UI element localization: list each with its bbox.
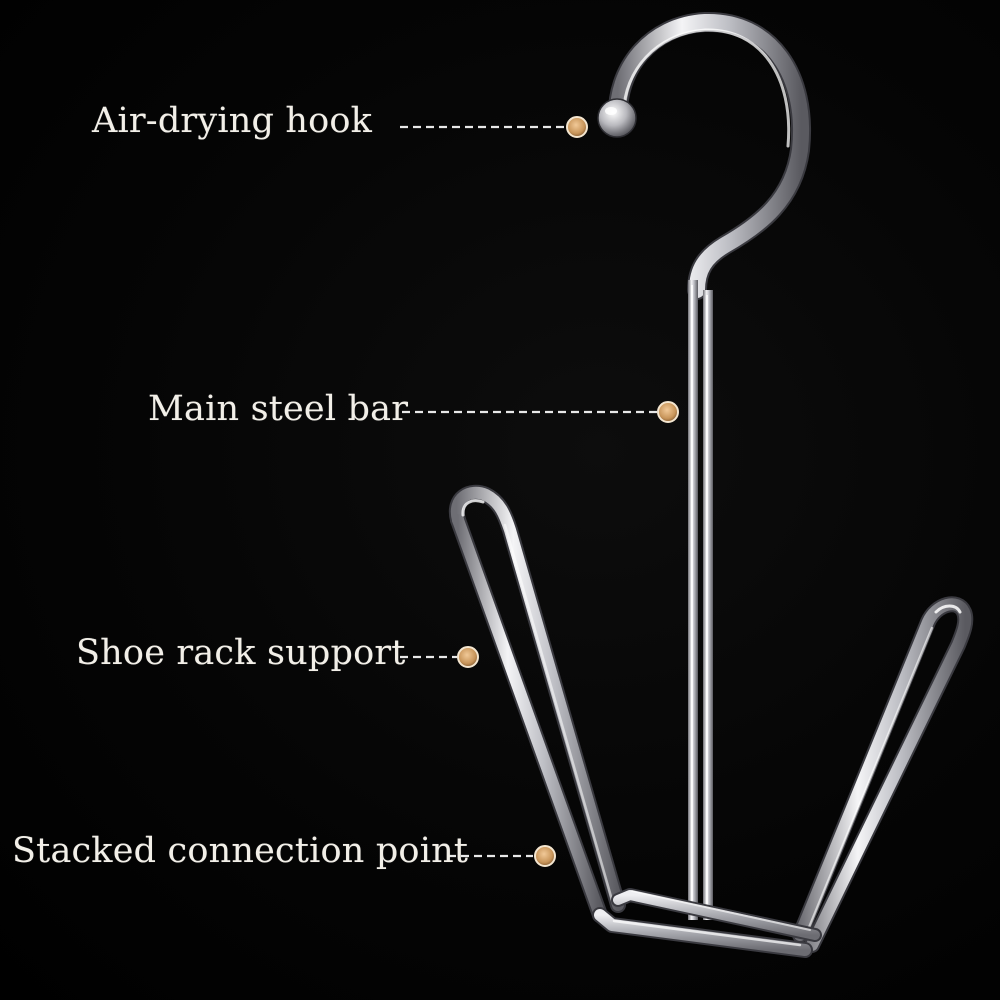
callout-label-support: Shoe rack support	[76, 633, 406, 673]
callout-label-connection: Stacked connection point	[12, 831, 469, 871]
hook-ball-tip	[597, 98, 637, 138]
air-drying-hook	[597, 11, 811, 300]
callout-dots	[457, 116, 679, 867]
callout-dot-support	[457, 646, 479, 668]
callout-dot-connection	[534, 845, 556, 867]
callout-dot-hook	[566, 116, 588, 138]
stacked-connection-base	[592, 888, 822, 958]
leader-lines	[400, 125, 657, 858]
callout-label-bar: Main steel bar	[148, 389, 409, 429]
callout-label-hook: Air-drying hook	[92, 101, 373, 141]
shoe-rack-support-right	[792, 596, 974, 953]
shoe-rack-support-left	[448, 484, 626, 923]
main-steel-bar	[688, 280, 713, 920]
callout-dot-bar	[657, 401, 679, 423]
